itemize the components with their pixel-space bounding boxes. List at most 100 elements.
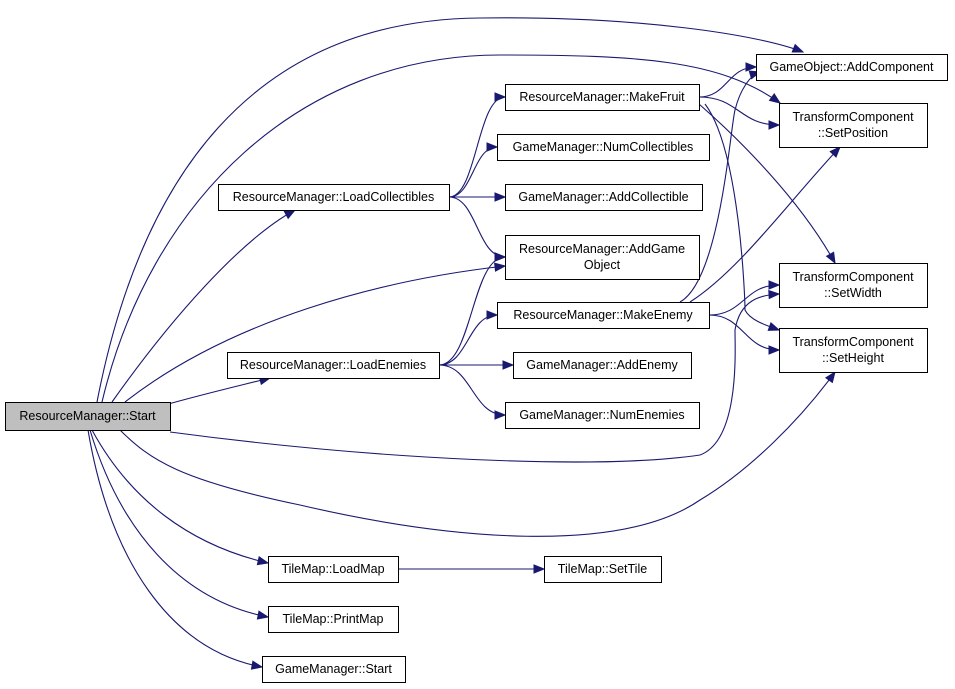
node-load-map[interactable]: TileMap::LoadMap	[268, 556, 399, 583]
edge-make-fruit-to-set-height-line	[704, 103, 780, 331]
edge-load-enemies-to-add-enemy	[439, 360, 515, 370]
edge-rm-start-to-load-collectibles-arrowhead	[283, 209, 297, 220]
node-load-map-label-0: TileMap::LoadMap	[281, 562, 384, 576]
edge-load-map-to-set-tile	[398, 564, 546, 574]
edge-layer	[87, 17, 841, 670]
node-print-map-box[interactable]	[268, 606, 399, 633]
edge-rm-start-to-load-enemies	[164, 375, 272, 406]
edge-load-enemies-to-num-enemies-arrowhead	[494, 410, 507, 420]
node-set-width[interactable]: TransformComponent::SetWidth	[779, 263, 928, 308]
node-make-fruit-box[interactable]	[505, 84, 700, 111]
edge-rm-start-to-load-map-arrowhead	[256, 556, 270, 566]
node-set-tile-label-0: TileMap::SetTile	[558, 562, 647, 576]
node-add-component[interactable]: GameObject::AddComponent	[756, 54, 948, 81]
node-rm-start-label-0: ResourceManager::Start	[19, 409, 156, 423]
node-set-width-box[interactable]	[779, 263, 928, 308]
edge-load-map-to-set-tile-arrowhead	[533, 564, 546, 574]
node-add-game-object-label-1: Object	[584, 258, 621, 272]
edge-rm-start-to-add-component	[96, 17, 805, 403]
edge-load-enemies-to-num-enemies-line	[438, 364, 506, 416]
node-num-enemies-box[interactable]	[505, 402, 700, 429]
node-make-fruit-label-0: ResourceManager::MakeFruit	[519, 90, 685, 104]
node-load-collectibles[interactable]: ResourceManager::LoadCollectibles	[218, 184, 450, 211]
node-gm-start[interactable]: GameManager::Start	[262, 656, 406, 683]
edge-rm-start-to-print-map-arrowhead	[256, 610, 270, 620]
edge-load-enemies-to-num-enemies	[438, 364, 507, 420]
node-add-enemy-box[interactable]	[513, 352, 692, 379]
node-set-width-label-0: TransformComponent	[792, 270, 914, 284]
node-make-enemy[interactable]: ResourceManager::MakeEnemy	[497, 302, 710, 329]
node-num-enemies-label-0: GameManager::NumEnemies	[519, 408, 684, 422]
node-set-position[interactable]: TransformComponent::SetPosition	[779, 103, 928, 148]
edge-make-enemy-to-set-width	[708, 280, 781, 316]
node-rm-start-box[interactable]	[5, 402, 171, 431]
edge-make-fruit-to-add-component	[698, 62, 758, 98]
node-add-component-box[interactable]	[756, 54, 948, 81]
node-load-enemies[interactable]: ResourceManager::LoadEnemies	[227, 352, 440, 379]
edge-rm-start-to-set-width-line	[169, 293, 780, 463]
node-load-enemies-box[interactable]	[227, 352, 440, 379]
node-set-position-label-0: TransformComponent	[792, 110, 914, 124]
node-num-enemies[interactable]: GameManager::NumEnemies	[505, 402, 700, 429]
node-set-height[interactable]: TransformComponent::SetHeight	[779, 328, 928, 373]
node-load-collectibles-box[interactable]	[218, 184, 450, 211]
edge-rm-start-to-load-map-line	[91, 429, 269, 564]
edge-load-collectibles-to-add-game-object-line	[448, 196, 506, 258]
node-print-map-label-0: TileMap::PrintMap	[283, 612, 384, 626]
node-make-fruit[interactable]: ResourceManager::MakeFruit	[505, 84, 700, 111]
edge-make-enemy-to-set-position-line	[689, 146, 841, 303]
edge-make-enemy-to-set-width-arrowhead	[768, 280, 781, 290]
edge-load-collectibles-to-add-collectible-arrowhead	[494, 192, 507, 202]
edge-make-fruit-to-set-position-arrowhead	[768, 120, 781, 130]
node-add-collectible-box[interactable]	[505, 184, 703, 211]
edge-make-fruit-to-set-width-line	[698, 103, 836, 264]
edge-make-fruit-to-set-position-line	[698, 96, 780, 126]
edge-load-enemies-to-make-enemy-arrowhead	[486, 310, 499, 320]
node-gm-start-box[interactable]	[262, 656, 406, 683]
node-num-collectibles-box[interactable]	[497, 134, 710, 161]
edge-load-collectibles-to-make-fruit-arrowhead	[494, 92, 507, 102]
node-add-enemy[interactable]: GameManager::AddEnemy	[513, 352, 692, 379]
edge-load-collectibles-to-num-collectibles-line	[448, 146, 498, 198]
edge-make-enemy-to-set-height-arrowhead	[768, 345, 781, 355]
edge-make-fruit-to-set-width-arrowhead	[825, 251, 836, 265]
edge-load-collectibles-to-make-fruit	[448, 92, 507, 198]
edge-rm-start-to-add-component-arrowhead	[791, 43, 805, 53]
node-load-collectibles-label-0: ResourceManager::LoadCollectibles	[233, 190, 435, 204]
node-make-enemy-box[interactable]	[497, 302, 710, 329]
edge-load-enemies-to-add-game-object	[438, 252, 507, 366]
node-set-height-label-0: TransformComponent	[792, 335, 914, 349]
node-add-collectible-label-0: GameManager::AddCollectible	[518, 190, 688, 204]
node-add-component-label-0: GameObject::AddComponent	[770, 60, 935, 74]
node-add-enemy-label-0: GameManager::AddEnemy	[526, 358, 678, 372]
node-add-game-object-label-0: ResourceManager::AddGame	[519, 242, 685, 256]
node-num-collectibles[interactable]: GameManager::NumCollectibles	[497, 134, 710, 161]
node-add-game-object-box[interactable]	[505, 235, 700, 280]
node-add-collectible[interactable]: GameManager::AddCollectible	[505, 184, 703, 211]
edge-make-fruit-to-set-position	[698, 96, 781, 130]
edge-rm-start-to-gm-start-arrowhead	[250, 660, 264, 670]
edge-rm-start-to-load-collectibles-line	[111, 209, 296, 403]
edge-rm-start-to-set-position-line	[101, 54, 781, 403]
edge-rm-start-to-add-game-object-line	[124, 265, 506, 403]
node-set-tile[interactable]: TileMap::SetTile	[544, 556, 662, 583]
node-set-position-label-1: ::SetPosition	[818, 126, 888, 140]
edge-make-enemy-to-add-component-line	[679, 71, 761, 303]
node-set-position-box[interactable]	[779, 103, 928, 148]
edge-rm-start-to-print-map	[89, 429, 270, 620]
edge-rm-start-to-set-height-arrowhead	[824, 370, 836, 384]
edge-make-enemy-to-set-height-line	[708, 314, 780, 351]
node-make-enemy-label-0: ResourceManager::MakeEnemy	[513, 308, 693, 322]
node-set-height-box[interactable]	[779, 328, 928, 373]
node-set-width-label-1: ::SetWidth	[824, 286, 882, 300]
edge-rm-start-to-gm-start-line	[87, 429, 263, 668]
node-print-map[interactable]: TileMap::PrintMap	[268, 606, 399, 633]
edge-rm-start-to-set-width	[169, 289, 781, 463]
node-load-map-box[interactable]	[268, 556, 399, 583]
edge-rm-start-to-print-map-line	[89, 429, 269, 618]
node-set-tile-box[interactable]	[544, 556, 662, 583]
node-rm-start[interactable]: ResourceManager::Start	[5, 402, 171, 431]
edge-make-enemy-to-set-position-arrowhead	[829, 146, 841, 158]
